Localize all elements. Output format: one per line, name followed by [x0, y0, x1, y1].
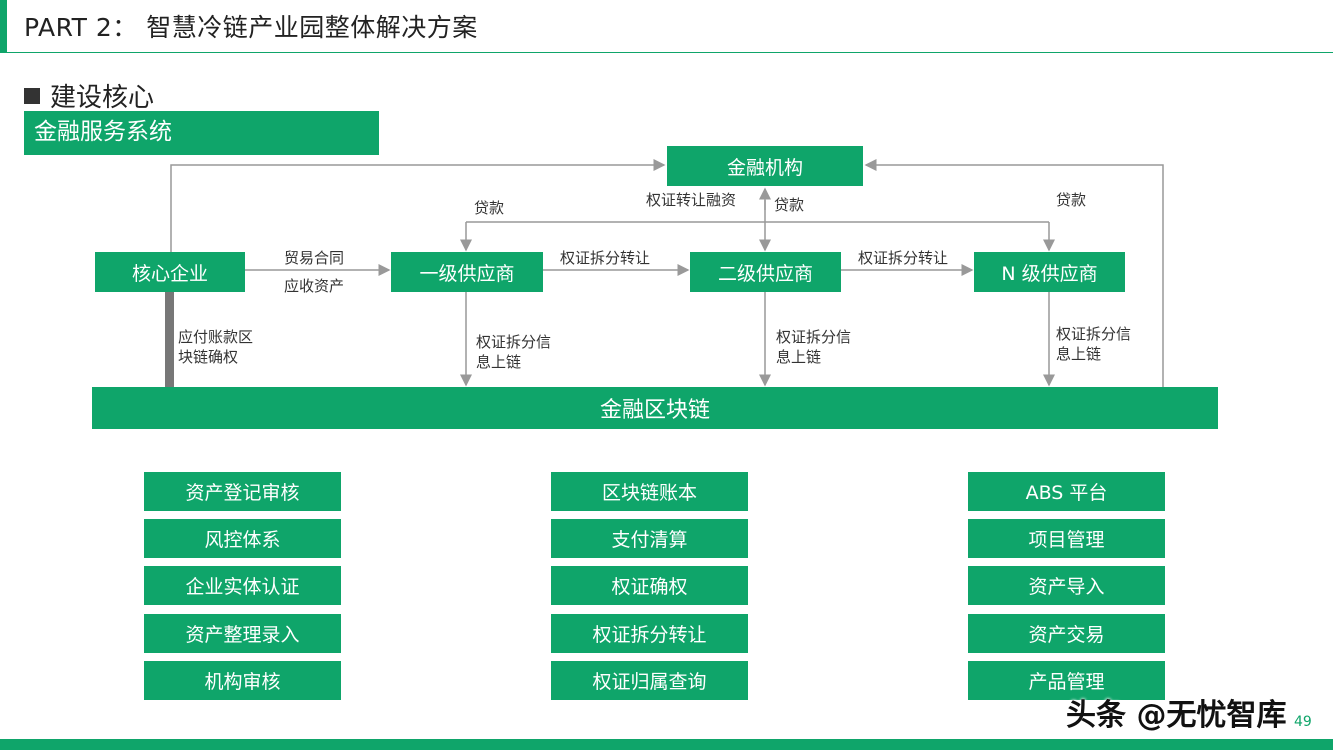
node-tierN-supplier: N 级供应商: [974, 252, 1125, 292]
label-transfer-1: 权证拆分转让: [560, 249, 651, 267]
func-col2-item: 区块链账本: [551, 472, 748, 511]
footer-bar: [0, 739, 1333, 750]
func-col3-item: 产品管理: [968, 661, 1165, 700]
func-col1-item: 资产登记审核: [144, 472, 341, 511]
func-col2-item: 支付清算: [551, 519, 748, 558]
func-col2-item: 权证确权: [551, 566, 748, 605]
label-transfer-2: 权证拆分转让: [858, 249, 949, 267]
watermark: 头条 @无忧智库: [1066, 698, 1287, 733]
core-to-finance-arrow: [170, 159, 666, 252]
func-col2-item: 权证拆分转让: [551, 614, 748, 653]
section-subtitle: 金融服务系统: [24, 111, 379, 155]
node-blockchain: 金融区块链: [92, 387, 1218, 429]
label-equity-financing: 权证转让融资: [646, 191, 737, 209]
func-col1-item: 机构审核: [144, 661, 341, 700]
label-onchain-1: 权证拆分信 息上链: [476, 333, 552, 371]
func-col1-item: 资产整理录入: [144, 614, 341, 653]
section-heading: 建设核心: [24, 77, 154, 114]
func-col3-item: 资产交易: [968, 614, 1165, 653]
label-payable-confirm: 应付账款区 块链确权: [178, 328, 254, 366]
node-tier2-supplier: 二级供应商: [690, 252, 841, 292]
page-title: PART 2： 智慧冷链产业园整体解决方案: [24, 13, 478, 42]
label-loan-left: 贷款: [474, 199, 505, 217]
node-core-enterprise: 核心企业: [95, 252, 245, 292]
label-receivable-assets: 应收资产: [284, 277, 345, 295]
node-tier1-supplier: 一级供应商: [391, 252, 543, 292]
func-col3-item: 项目管理: [968, 519, 1165, 558]
label-trade-contract: 贸易合同: [284, 249, 345, 267]
header-accent-bar: [0, 0, 7, 53]
header-divider: [0, 52, 1333, 53]
core-payable-stem: [165, 292, 174, 387]
func-col2-item: 权证归属查询: [551, 661, 748, 700]
func-col1-item: 风控体系: [144, 519, 341, 558]
func-col1-item: 企业实体认证: [144, 566, 341, 605]
section-heading-text: 建设核心: [50, 83, 155, 113]
label-loan-right: 贷款: [1056, 191, 1087, 209]
node-finance-institution: 金融机构: [667, 146, 863, 186]
bullet-square-icon: [24, 87, 40, 104]
label-onchain-2: 权证拆分信 息上链: [776, 328, 852, 366]
page-number: 49: [1294, 714, 1312, 730]
label-onchain-3: 权证拆分信 息上链: [1056, 325, 1132, 363]
chain-to-finance-arrow: [864, 159, 1164, 387]
func-col3-item: ABS 平台: [968, 472, 1165, 511]
label-loan-mid: 贷款: [774, 196, 805, 214]
func-col3-item: 资产导入: [968, 566, 1165, 605]
